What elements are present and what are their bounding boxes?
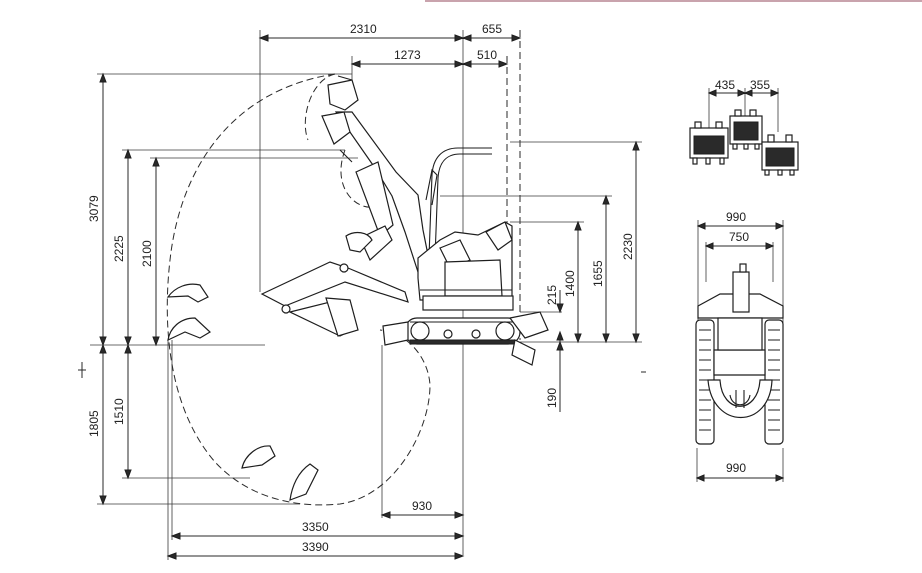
dim-2230: 2230 — [621, 233, 635, 260]
bottom-dimension-lines — [166, 340, 465, 560]
dim-front-750: 750 — [729, 230, 749, 244]
left-dimension-lines — [78, 72, 358, 506]
working-range-envelope — [166, 73, 431, 506]
bucket-positions — [166, 231, 373, 501]
dim-2100: 2100 — [140, 240, 154, 267]
bucket-large — [689, 121, 729, 165]
dim-front-990-top: 990 — [726, 210, 746, 224]
dim-355: 355 — [750, 78, 770, 92]
dim-3350: 3350 — [302, 520, 329, 534]
dim-1273: 1273 — [394, 48, 421, 62]
dim-3079: 3079 — [87, 195, 101, 222]
dim-435: 435 — [715, 78, 735, 92]
dim-1655: 1655 — [591, 260, 605, 287]
canopy-frame — [425, 147, 492, 285]
boom-lowered — [260, 261, 409, 337]
dim-930: 930 — [412, 499, 432, 513]
dim-655: 655 — [482, 22, 502, 36]
dim-2310: 2310 — [350, 22, 377, 36]
side-view: 2310 655 1273 510 3079 2225 2100 1805 — [78, 22, 646, 560]
boom-raised — [321, 75, 431, 273]
dim-3390: 3390 — [302, 540, 329, 554]
dim-1400: 1400 — [563, 270, 577, 297]
bucket-small — [761, 134, 799, 176]
top-dimension-lines — [258, 30, 522, 555]
front-machine — [695, 263, 784, 445]
dim-2225: 2225 — [112, 235, 126, 262]
front-view: 990 750 990 — [695, 210, 785, 482]
dim-190: 190 — [545, 388, 559, 408]
bucket-set-view: 435 355 — [689, 78, 799, 176]
right-dimension-lines — [440, 140, 646, 412]
dim-510: 510 — [477, 48, 497, 62]
dim-1805: 1805 — [87, 410, 101, 437]
upper-structure — [417, 221, 514, 311]
dozer-blade — [382, 311, 549, 366]
dim-215: 215 — [545, 285, 559, 305]
dim-1510: 1510 — [112, 398, 126, 425]
bucket-medium — [729, 109, 763, 150]
dim-front-990-bottom: 990 — [726, 461, 746, 475]
crawler-track — [404, 317, 521, 345]
